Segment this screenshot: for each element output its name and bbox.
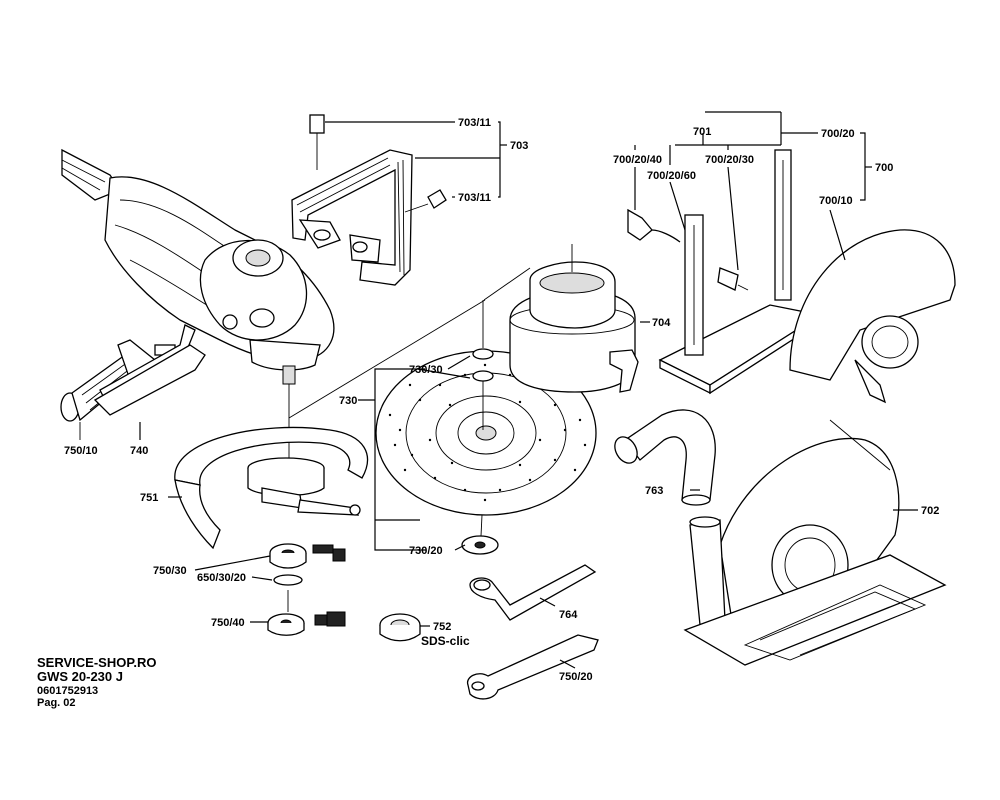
- grinder-body: [61, 148, 335, 465]
- label-764: 764: [559, 609, 578, 621]
- footer-info: SERVICE-SHOP.RO GWS 20-230 J 0601752913 …: [37, 655, 157, 709]
- label-704: 704: [652, 317, 671, 329]
- cutting-guide-702: [683, 419, 947, 666]
- label-700-20-30: 700/20/30: [705, 154, 754, 166]
- label-700-10: 700/10: [819, 195, 853, 207]
- label-750-10: 750/10: [64, 445, 98, 457]
- part-labels: 703/11 703 703/11 701 700/20 700 700/10 …: [64, 117, 939, 683]
- label-750-30: 750/30: [153, 565, 187, 577]
- label-700-20-40: 700/20/40: [613, 154, 662, 166]
- shop-name: SERVICE-SHOP.RO: [37, 655, 157, 670]
- disc-730: [288, 299, 597, 555]
- cutting-guard-700-10: [789, 229, 956, 404]
- label-703-11-top: 703/11: [458, 117, 491, 129]
- label-702: 702: [921, 505, 939, 517]
- hood-704: [483, 244, 639, 393]
- spanner-764: [469, 564, 597, 621]
- guard-751: [174, 426, 369, 550]
- label-750-40: 750/40: [211, 617, 245, 629]
- label-730: 730: [339, 395, 357, 407]
- label-703-11-bottom: 703/11: [458, 192, 491, 204]
- label-700-20: 700/20: [821, 128, 855, 140]
- flange-nuts: [267, 543, 421, 642]
- page-number: Pag. 02: [37, 696, 76, 709]
- sds-clic-brand: SDS-clic: [421, 634, 470, 648]
- label-700: 700: [875, 162, 893, 174]
- label-650-30-20: 650/30/20: [197, 572, 246, 584]
- label-752: 752: [433, 621, 451, 633]
- label-730-30: 730/30: [409, 364, 443, 376]
- label-703: 703: [510, 140, 528, 152]
- label-700-20-60: 700/20/60: [647, 170, 696, 182]
- hose-763: [614, 409, 716, 506]
- label-751: 751: [140, 492, 158, 504]
- part-number: 0601752913: [37, 684, 99, 697]
- label-763: 763: [645, 485, 663, 497]
- cutting-stand-701: [627, 149, 822, 395]
- label-730-20: 730/20: [409, 545, 443, 557]
- label-701: 701: [693, 126, 711, 138]
- model-name: GWS 20-230 J: [37, 669, 123, 685]
- label-750-20: 750/20: [559, 671, 593, 683]
- leader-lines: [139, 111, 918, 669]
- spanner-750-20: [466, 634, 599, 700]
- side-handle-740: [60, 324, 206, 440]
- handle-703: [291, 114, 447, 286]
- label-740: 740: [130, 445, 148, 457]
